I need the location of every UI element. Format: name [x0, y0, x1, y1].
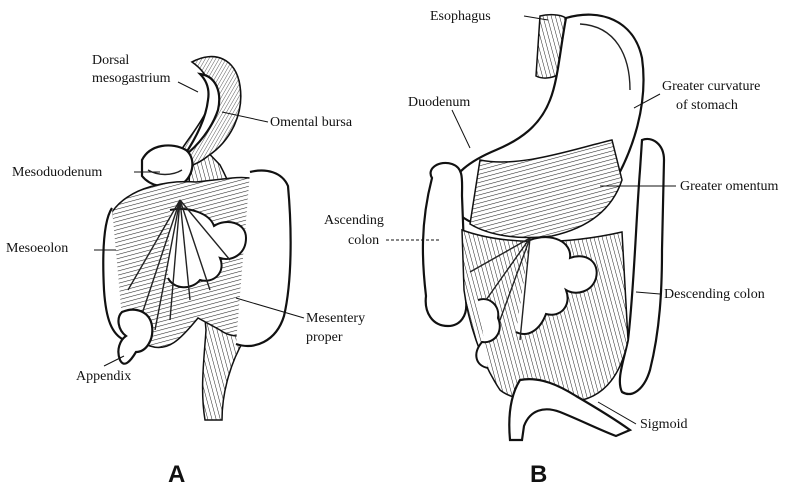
- label-greater-curvature-1: Greater curvature: [662, 79, 760, 94]
- label-dorsal-1: Dorsal: [92, 53, 129, 68]
- label-greater-curvature-2: of stomach: [676, 98, 738, 113]
- label-mesocolon: Mesoeolon: [6, 241, 68, 256]
- panel-a-drawing: [103, 57, 290, 420]
- label-dorsal-2: mesogastrium: [92, 71, 171, 86]
- label-ascending-2: colon: [348, 233, 379, 248]
- label-ascending-1: Ascending: [324, 213, 384, 228]
- label-mesentery-1: Mesentery: [306, 311, 365, 326]
- duodenum-a: [142, 145, 192, 186]
- label-greater-omentum: Greater omentum: [680, 179, 778, 194]
- label-omental-bursa: Omental bursa: [270, 115, 353, 130]
- ascending-colon-shape: [423, 163, 466, 326]
- panel-b-drawing: [423, 15, 664, 440]
- panel-letter-b: B: [530, 461, 547, 488]
- label-esophagus: Esophagus: [430, 9, 491, 24]
- label-sigmoid: Sigmoid: [640, 417, 687, 432]
- descending-colon-shape: [620, 139, 664, 394]
- label-appendix: Appendix: [76, 369, 131, 384]
- label-mesoduodenum: Mesoduodenum: [12, 165, 102, 180]
- label-duodenum: Duodenum: [408, 95, 470, 110]
- label-descending-colon: Descending colon: [664, 287, 765, 302]
- cecum-appendix: [118, 310, 152, 364]
- label-mesentery-2: proper: [306, 330, 343, 345]
- panel-letter-a: A: [168, 461, 185, 488]
